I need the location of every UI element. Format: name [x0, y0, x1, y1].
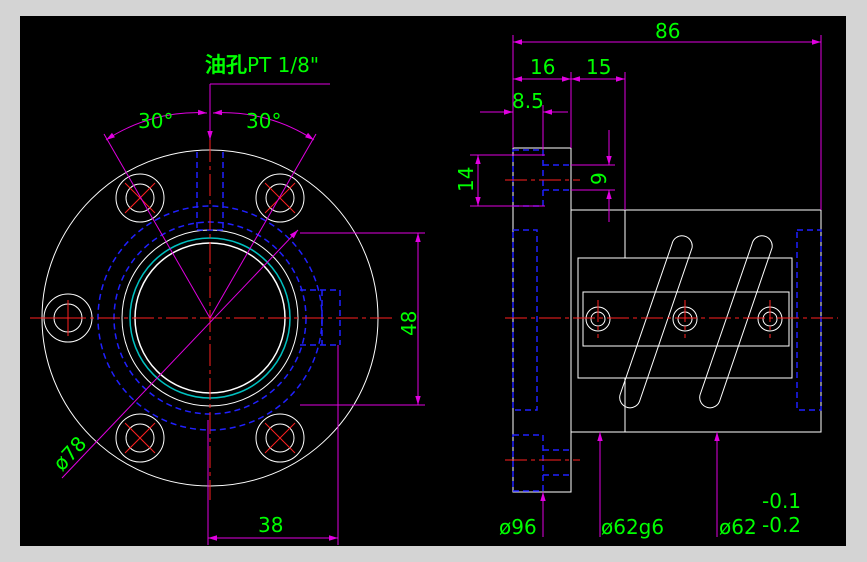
side-hidden-lines — [512, 149, 822, 492]
fit-diameter-label: ø62g6 — [601, 515, 664, 539]
diameter-78-label: ø78 — [48, 431, 91, 475]
length-16-label: 16 — [530, 55, 555, 79]
body-side — [570, 209, 822, 433]
height-48-label: 48 — [397, 311, 421, 336]
angle-right-label: 30° — [246, 109, 281, 133]
height-14-label: 14 — [454, 167, 478, 192]
cad-drawing-canvas: 油孔 PT 1/8" 30° 30° 48 ø78 38 — [20, 16, 846, 546]
side-view: 86 16 15 8.5 14 9 ø96 ø62g6 ø62 -0.1 -0.… — [454, 19, 838, 539]
front-centerlines — [30, 140, 395, 500]
key-hidden — [300, 289, 341, 346]
total-length-86-label: 86 — [655, 19, 680, 43]
oil-hole-label-chinese: 油孔 — [205, 53, 247, 77]
return-tubes — [619, 235, 773, 409]
body-diameter-label: ø62 — [719, 515, 757, 539]
oil-hole-thread-label: PT 1/8" — [247, 53, 319, 77]
tube-clamp — [582, 291, 790, 347]
side-centerlines — [505, 179, 838, 461]
height-9-label: 9 — [587, 172, 611, 185]
tolerance-lower-label: -0.2 — [762, 513, 801, 537]
cad-drawing-svg: 油孔 PT 1/8" 30° 30° 48 ø78 38 — [30, 19, 838, 545]
length-15-label: 15 — [586, 55, 611, 79]
front-view: 油孔 PT 1/8" 30° 30° 48 ø78 38 — [30, 53, 425, 545]
width-38-label: 38 — [258, 513, 283, 537]
screw-holes — [585, 306, 783, 332]
side-dimensions — [470, 35, 822, 537]
tolerance-upper-label: -0.1 — [762, 489, 801, 513]
front-dimensions — [61, 83, 425, 545]
angle-left-label: 30° — [138, 109, 173, 133]
flange-side — [512, 147, 572, 493]
flange-diameter-label: ø96 — [499, 515, 537, 539]
length-8-5-label: 8.5 — [512, 89, 544, 113]
